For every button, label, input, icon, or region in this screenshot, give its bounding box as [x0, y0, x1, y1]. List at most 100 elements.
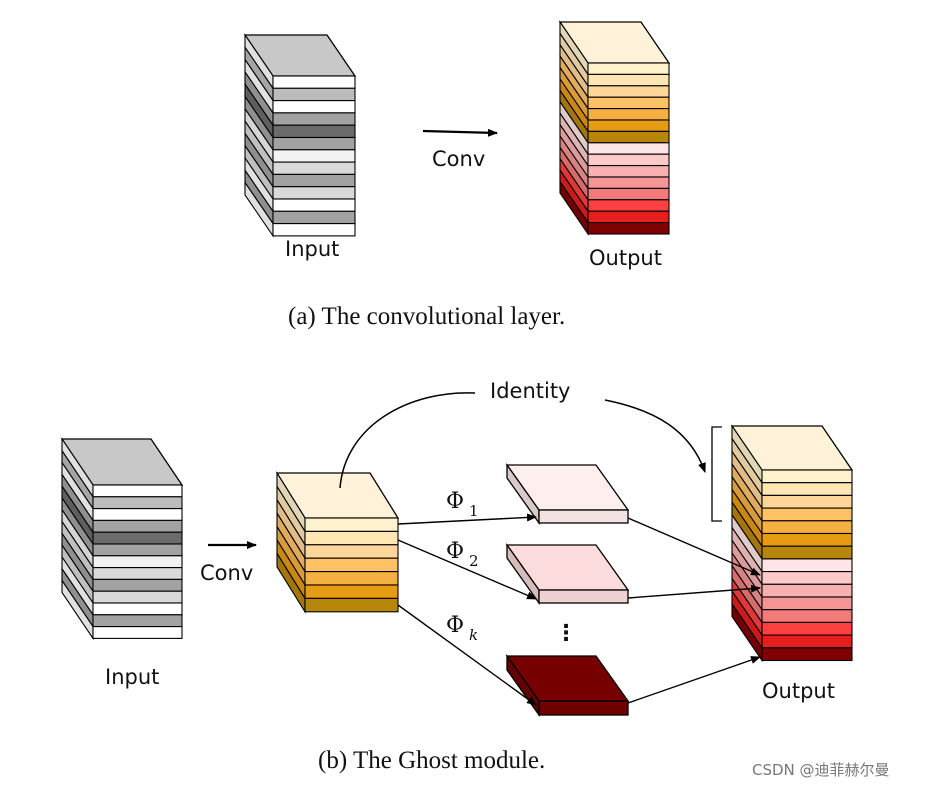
- svg-text:Φ: Φ: [446, 489, 464, 514]
- b-ghost-k-front-face: [538, 700, 629, 716]
- a-output-front-layer: [587, 130, 670, 144]
- a-output-front-layer: [587, 119, 670, 132]
- b-output-front-layer: [761, 647, 853, 662]
- b-input-front-layer: [92, 508, 183, 521]
- a-input-front-layer: [272, 149, 356, 163]
- b-input-front-layer: [92, 484, 183, 498]
- b-input-front-layer: [92, 567, 183, 580]
- b-intrinsic-front-layer: [304, 544, 399, 559]
- panel-b-output-label: Output: [762, 679, 835, 703]
- a-output-front-layer: [587, 96, 670, 110]
- svg-text:2: 2: [469, 552, 479, 570]
- panel-a-conv-arrow: [422, 128, 498, 137]
- b-output-front-layer: [761, 482, 853, 496]
- a-input-front-layer: [272, 136, 356, 151]
- panel-a-input-label: Input: [285, 237, 339, 261]
- b-input-front-layer: [92, 519, 183, 533]
- a-output-front-layer: [587, 73, 670, 87]
- b-output-front-layer: [761, 558, 853, 573]
- phi-1-arrow: [397, 513, 537, 525]
- b-intrinsic-front-layer: [304, 530, 399, 546]
- b-input-front-layer: [92, 543, 183, 557]
- identity-label: Identity: [490, 379, 570, 403]
- b-input-front-layer: [92, 496, 183, 510]
- a-input-front-layer: [272, 186, 356, 200]
- ghost-k-to-output-arrow: [627, 656, 761, 704]
- b-input-front-layer: [92, 626, 183, 639]
- b-output-front-layer: [761, 545, 853, 560]
- a-input-front-layer: [272, 100, 356, 114]
- b-input-front-layer: [92, 578, 183, 592]
- panel-b-caption: (b) The Ghost module.: [318, 747, 545, 774]
- b-input-front-layer: [92, 531, 183, 545]
- a-input-front-layer: [272, 223, 356, 237]
- svg-text:Φ: Φ: [446, 539, 464, 564]
- b-output-front-layer: [761, 494, 853, 509]
- a-input-front-layer: [272, 198, 356, 212]
- panel-b-output-feature-map: [730, 424, 854, 663]
- b-input-front-layer: [92, 602, 183, 616]
- panel-b-input-label: Input: [105, 665, 159, 689]
- b-output-front-layer: [761, 469, 853, 484]
- a-output-front-layer: [587, 85, 670, 98]
- watermark: CSDN @迪菲赫尔曼: [752, 761, 890, 779]
- b-output-front-layer: [761, 609, 853, 623]
- ghost-2-to-output-arrow: [627, 584, 761, 599]
- b-output-front-layer: [761, 596, 853, 611]
- phi-2-arrow: [397, 539, 537, 600]
- a-output-front-layer: [587, 222, 670, 235]
- phi-1-label: Φ 1: [446, 489, 479, 520]
- a-output-front-layer: [587, 187, 670, 201]
- panel-a-output-label: Output: [589, 246, 662, 270]
- a-input-front-layer: [272, 112, 356, 126]
- panel-b-intrinsic-feature-map: [275, 471, 400, 614]
- a-input-front-layer: [272, 75, 356, 89]
- identity-curve-left: [339, 392, 476, 489]
- panel-b-ghost-map-k: [505, 653, 630, 718]
- b-intrinsic-front-layer: [304, 597, 399, 613]
- a-output-front-layer: [587, 108, 670, 121]
- b-ghost-2-front-face: [538, 589, 629, 604]
- a-output-front-layer: [587, 176, 670, 189]
- phi-k-label: Φ k: [446, 613, 478, 644]
- a-output-front-layer: [587, 199, 670, 212]
- a-input-front-layer: [272, 173, 356, 188]
- b-ghost-1-front-face: [538, 509, 629, 524]
- panel-a-input-feature-map: [243, 33, 357, 238]
- b-output-front-layer: [761, 507, 853, 522]
- ellipsis: ⋮: [555, 621, 577, 646]
- b-output-front-layer: [761, 621, 853, 636]
- panel-b-ghost-map-1: [505, 462, 630, 526]
- phi-2-label: Φ 2: [446, 539, 479, 570]
- b-input-front-layer: [92, 555, 183, 569]
- identity-curve-right: [604, 399, 706, 473]
- ghost-1-to-output-arrow: [627, 517, 761, 576]
- svg-text:k: k: [469, 626, 478, 644]
- a-output-front-layer: [587, 210, 670, 224]
- b-intrinsic-front-layer: [304, 584, 399, 599]
- b-intrinsic-front-layer: [304, 571, 399, 586]
- a-input-front-layer: [272, 87, 356, 102]
- panel-a-conv-label: Conv: [432, 147, 485, 171]
- b-output-front-layer: [761, 532, 853, 547]
- panel-b-conv-label: Conv: [200, 561, 253, 585]
- b-input-front-layer: [92, 590, 183, 604]
- a-output-front-layer: [587, 165, 670, 178]
- panel-b-input-feature-map: [60, 437, 184, 641]
- panel-a-caption: (a) The convolutional layer.: [288, 303, 565, 330]
- b-intrinsic-front-layer: [304, 557, 399, 573]
- a-output-front-layer: [587, 142, 670, 155]
- b-output-front-layer: [761, 571, 853, 585]
- b-output-front-layer: [761, 520, 853, 535]
- b-input-front-layer: [92, 614, 183, 628]
- a-input-front-layer: [272, 210, 356, 225]
- svg-text:Φ: Φ: [446, 613, 464, 638]
- a-input-front-layer: [272, 124, 356, 139]
- a-output-front-layer: [587, 153, 670, 167]
- identity-bracket: [711, 426, 722, 522]
- svg-text:1: 1: [469, 502, 479, 520]
- a-input-front-layer: [272, 161, 356, 175]
- b-intrinsic-front-layer: [304, 517, 399, 532]
- a-output-front-layer: [587, 62, 670, 75]
